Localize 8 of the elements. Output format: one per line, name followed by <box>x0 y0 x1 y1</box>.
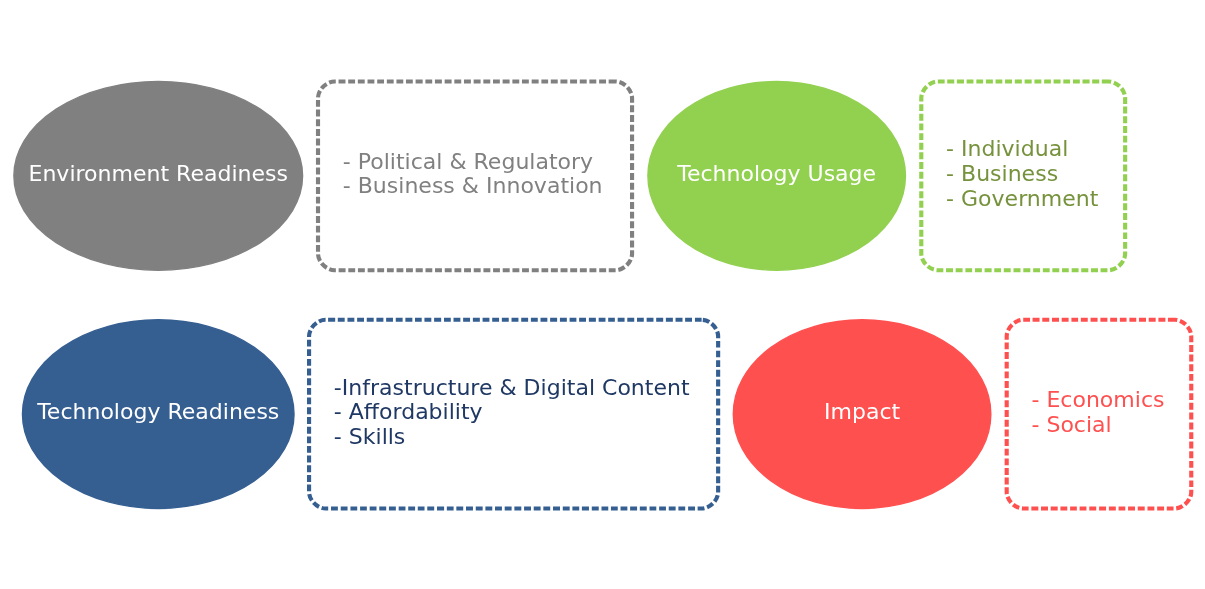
node-box: - Economics - Social <box>1004 317 1194 511</box>
node-ellipse: Impact <box>732 318 992 509</box>
node-box: - Political & Regulatory - Business & Innovation <box>315 78 635 272</box>
node-box: - Individual - Business - Government <box>919 78 1128 272</box>
node-box: -Infrastructure & Digital Content - Affordability - Skills <box>307 317 721 511</box>
node-ellipse: Technology Usage <box>647 80 907 271</box>
node-ellipse: Technology Readiness <box>21 318 295 509</box>
node-ellipse: Environment Readiness <box>13 80 304 271</box>
